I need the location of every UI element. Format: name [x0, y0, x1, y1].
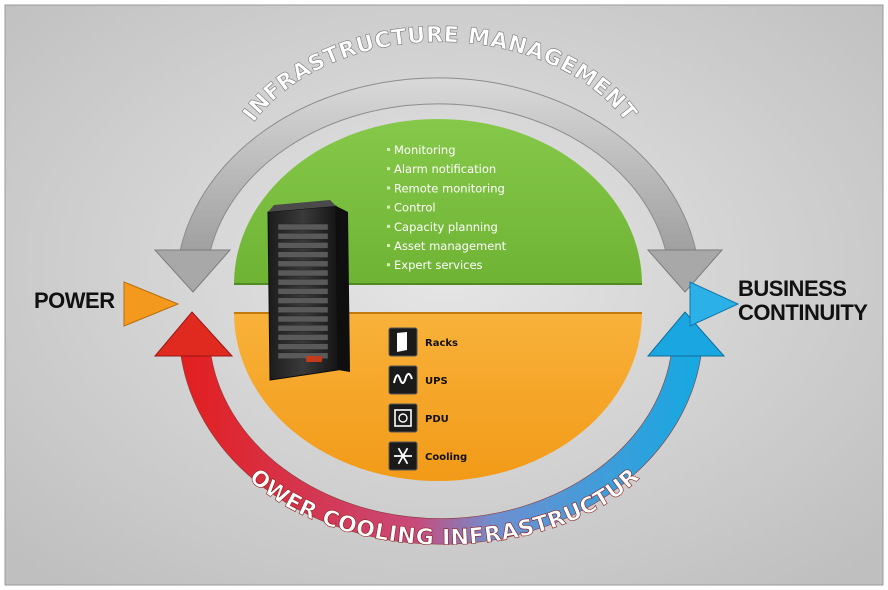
right-arrowhead: [646, 249, 724, 293]
power-label: POWER: [34, 288, 115, 313]
infrastructure-item-label: PDU: [425, 414, 449, 425]
business-label: BUSINESS: [738, 276, 846, 301]
red-arrowhead: [153, 311, 234, 357]
rack-slot: [277, 306, 329, 314]
power-triangle: [123, 281, 180, 327]
bullet-icon: [387, 263, 390, 267]
rack-slot: [277, 343, 329, 350]
rack-slot: [277, 242, 329, 249]
rack-slot: [277, 232, 329, 240]
infrastructure-item: Racks: [388, 327, 458, 357]
continuity-label: CONTINUITY: [738, 300, 868, 325]
bullet-icon: [387, 244, 390, 247]
rack-slot: [277, 223, 329, 231]
rack-slot: [277, 251, 329, 258]
management-item-label: Remote monitoring: [394, 181, 505, 195]
rack-slot: [277, 278, 329, 286]
bullet-icon: [387, 167, 390, 171]
rack-slot: [277, 269, 329, 277]
management-item-label: Expert services: [394, 258, 483, 272]
rack-slot: [277, 334, 329, 341]
infrastructure-item: PDU: [388, 403, 449, 433]
snowflake-icon: [388, 441, 418, 471]
bullet-icon: [387, 205, 390, 209]
management-item: Asset management: [387, 239, 507, 253]
management-item-label: Alarm notification: [394, 162, 496, 176]
ups-wave-icon: [388, 365, 418, 395]
rack-slot: [277, 297, 329, 304]
bullet-icon: [387, 148, 390, 151]
blue-arrowhead: [646, 311, 726, 357]
infrastructure-management-arrow: [153, 77, 724, 293]
management-item-label: Control: [394, 201, 436, 215]
bullet-icon: [387, 224, 390, 228]
pdu-outlet-icon: [388, 403, 418, 433]
management-item-label: Monitoring: [394, 143, 456, 157]
continuity-triangle: [689, 281, 740, 327]
management-item: Alarm notification: [387, 162, 496, 176]
infrastructure-item: Cooling: [388, 441, 467, 471]
rack-slot: [277, 288, 329, 295]
infrastructure-item: UPS: [388, 365, 448, 395]
bullet-icon: [387, 186, 390, 190]
rack-slot: [277, 315, 329, 323]
infrastructure-item-label: UPS: [425, 376, 448, 387]
power-cooling-infrastructure-arrow: [153, 311, 726, 545]
management-item: Expert services: [387, 258, 483, 272]
management-item: Capacity planning: [387, 220, 498, 234]
rack-slot: [277, 260, 329, 268]
infrastructure-item-label: Racks: [425, 338, 458, 349]
management-item: Monitoring: [387, 143, 456, 157]
left-arrowhead: [153, 249, 232, 293]
server-rack-image: [267, 200, 350, 381]
management-item: Remote monitoring: [387, 181, 505, 195]
rack-slot: [277, 352, 329, 360]
infrastructure-item-label: Cooling: [425, 452, 467, 463]
management-item-label: Asset management: [394, 239, 507, 253]
management-item-label: Capacity planning: [394, 220, 498, 234]
rack-slot: [277, 324, 329, 332]
rack-icon: [388, 327, 418, 357]
management-item: Control: [387, 201, 436, 215]
